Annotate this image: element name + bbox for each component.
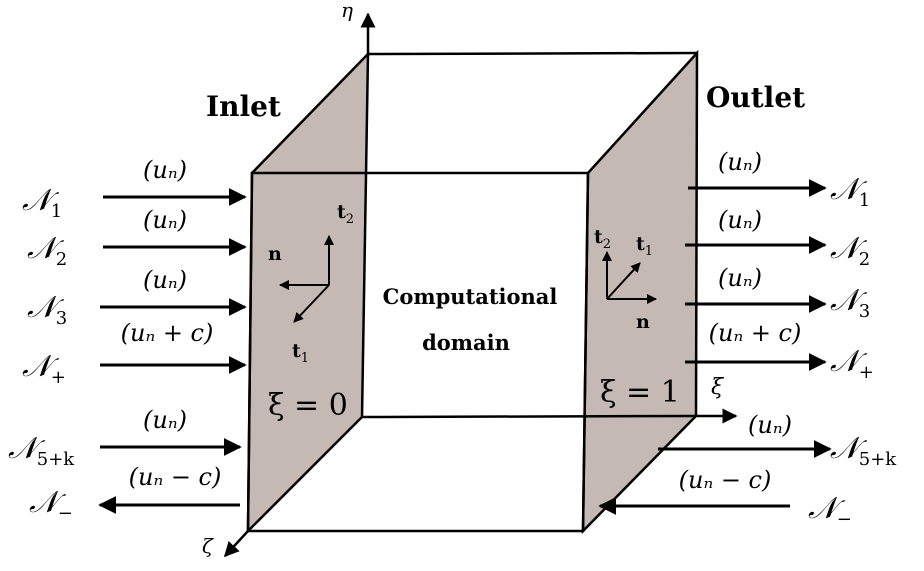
inlet-speed-label-2: (uₙ) (143, 206, 187, 234)
inlet-t2-label: t2 (337, 201, 354, 227)
outlet-local-basis: n t2 t1 (594, 226, 657, 333)
inlet-speed-label-3: (uₙ) (143, 266, 187, 294)
back-top-edge (367, 51, 698, 56)
inlet-speed-label-6: (uₙ − c) (129, 463, 222, 491)
outlet-characteristics: (uₙ) 𝒩1 (uₙ) 𝒩2 (uₙ) 𝒩3 (uₙ + c) 𝒩+ (uₙ) 𝒩5+k (uₙ … (598, 148, 897, 530)
xi-label: ξ (711, 375, 725, 400)
outlet-speed-label-2: (uₙ) (718, 206, 762, 234)
outlet-speed-label-4: (uₙ + c) (709, 319, 802, 347)
outlet-t1-label: t1 (636, 233, 653, 259)
inlet-title: Inlet (206, 90, 281, 123)
inlet-t1-label: t1 (292, 340, 309, 366)
outlet-wave-label-3: 𝒩3 (830, 283, 870, 322)
outlet-wave-label-2: 𝒩2 (830, 231, 870, 270)
outlet-speed-label-5: (uₙ) (748, 411, 792, 439)
inlet-speed-label-1: (uₙ) (143, 156, 187, 184)
xi-inlet-value: ξ = 0 (268, 388, 348, 423)
inlet-wave-label-4: 𝒩+ (22, 349, 66, 388)
outlet-speed-label-6: (uₙ − c) (679, 466, 772, 494)
inlet-face (246, 50, 370, 535)
domain-label-line2: domain (422, 330, 510, 355)
outlet-speed-label-3: (uₙ) (718, 264, 762, 292)
inlet-wave-label-1: 𝒩1 (22, 183, 62, 222)
outlet-wave-label-1: 𝒩1 (830, 172, 870, 211)
back-bottom-edge (361, 414, 697, 419)
inlet-speed-label-4: (uₙ + c) (121, 319, 214, 347)
zeta-label: ζ (202, 534, 214, 558)
inlet-n-label: n (268, 243, 282, 265)
outlet-wave-label-4: 𝒩+ (830, 344, 874, 383)
outlet-title: Outlet (706, 81, 805, 114)
outlet-wave-label-5: 𝒩5+k (830, 431, 897, 470)
front-face (246, 171, 590, 533)
outlet-wave-label-6: 𝒩− (808, 491, 852, 530)
inlet-wave-label-3: 𝒩3 (27, 290, 67, 329)
outlet-face (581, 49, 699, 535)
outlet-speed-label-1: (uₙ) (718, 148, 762, 176)
outlet-t2-label: t2 (594, 226, 611, 252)
eta-label: η (341, 0, 353, 22)
inlet-local-basis: n t2 t1 (268, 201, 354, 366)
inlet-wave-label-5: 𝒩5+k (8, 431, 75, 470)
domain-label-line1: Computational (383, 284, 558, 309)
zeta-axis (223, 530, 249, 558)
inlet-wave-label-6: 𝒩− (29, 485, 73, 524)
inlet-speed-label-5: (uₙ) (143, 406, 187, 434)
inlet-wave-label-2: 𝒩2 (27, 231, 67, 270)
inlet-characteristics: (uₙ) 𝒩1 (uₙ) 𝒩2 (uₙ) 𝒩3 (uₙ + c) 𝒩+ (uₙ) 𝒩5+k (uₙ … (8, 156, 247, 524)
outlet-n-label: n (636, 311, 650, 333)
xi-outlet-value: ξ = 1 (600, 375, 680, 410)
